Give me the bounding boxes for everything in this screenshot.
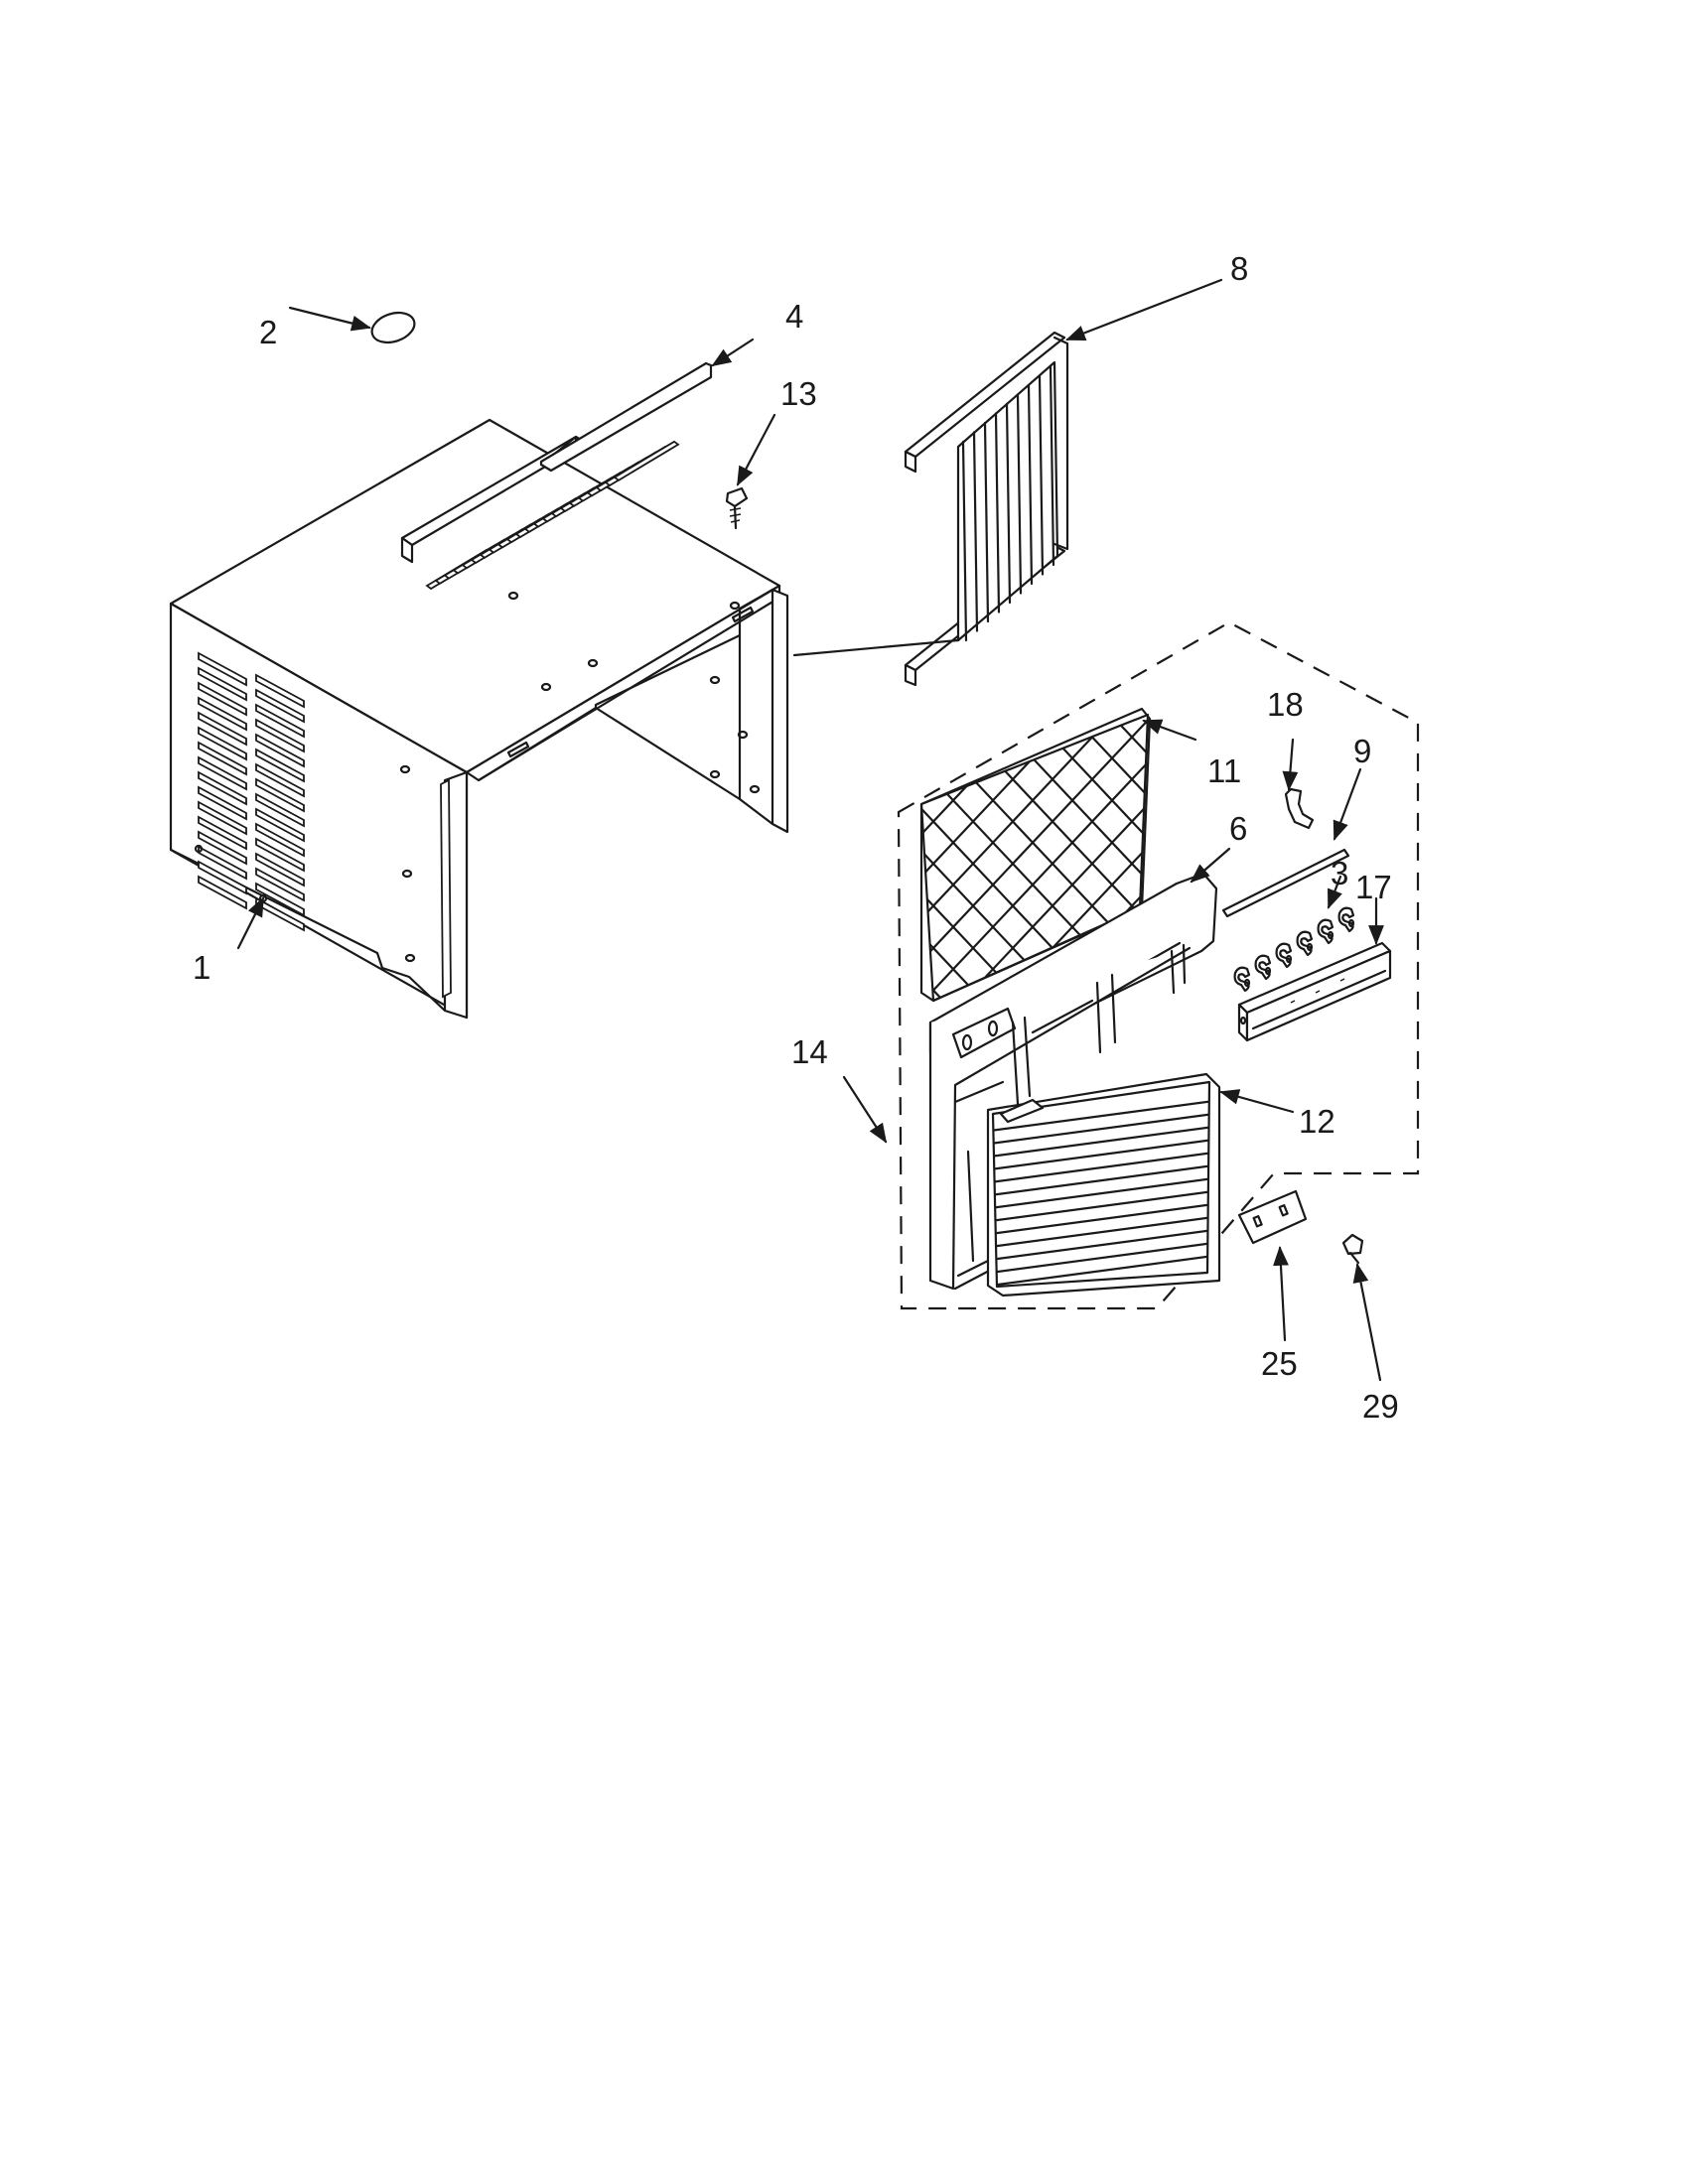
- cabinet-wrapper: [169, 418, 789, 1020]
- callout-3: 3: [1331, 855, 1349, 891]
- callout-18: 18: [1267, 686, 1304, 723]
- callout-14: 14: [791, 1033, 828, 1070]
- callout-1: 1: [193, 949, 211, 986]
- leader-lines: [236, 278, 1384, 1382]
- bracket-part: [1237, 941, 1392, 1042]
- rod-part: [1221, 848, 1350, 918]
- callout-17: 17: [1355, 869, 1392, 905]
- callout-12: 12: [1299, 1103, 1335, 1140]
- callout-25: 25: [1261, 1345, 1298, 1382]
- callout-6: 6: [1229, 810, 1248, 847]
- callout-29: 29: [1362, 1388, 1399, 1425]
- callout-2: 2: [259, 314, 278, 350]
- front-panel-part: [928, 872, 1218, 1291]
- louver-part: [986, 1072, 1221, 1297]
- clip-part: [1284, 787, 1315, 830]
- screw-part: [725, 486, 749, 530]
- plate-part: [1237, 1189, 1308, 1245]
- callout-13: 13: [780, 375, 817, 412]
- back-bracket-part: [792, 331, 1069, 687]
- callout-9: 9: [1353, 733, 1372, 769]
- plug-part: [370, 311, 416, 344]
- rail-part: [539, 361, 713, 473]
- callout-4: 4: [785, 298, 804, 335]
- callout-8: 8: [1230, 250, 1249, 287]
- fastener-part: [1341, 1233, 1364, 1265]
- assembly-boundary: [897, 620, 1420, 1310]
- callout-11: 11: [1207, 752, 1242, 789]
- vane-clips-part: [1233, 906, 1355, 993]
